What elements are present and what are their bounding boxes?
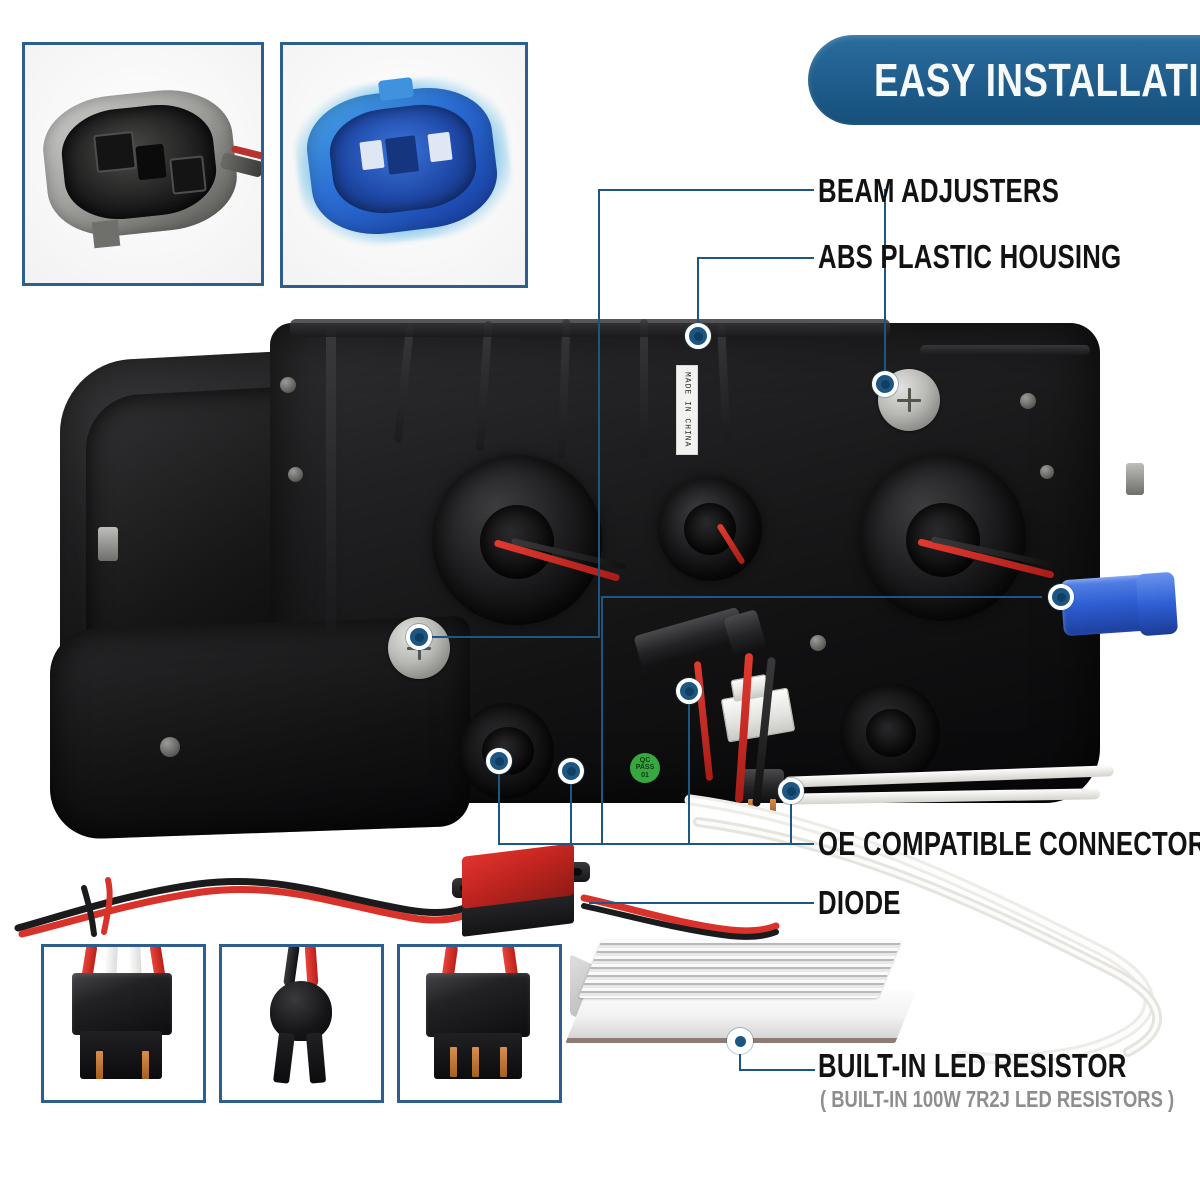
housing-rib (326, 331, 336, 631)
gray-connector-pin-right (169, 155, 207, 195)
leader-line-beam-adjusters-v2 (884, 189, 886, 383)
thumbnail-connector-red-wires (397, 944, 562, 1103)
bulb-socket-connector (270, 981, 332, 1041)
thumbnail-connector-black-red-wires (219, 944, 384, 1103)
callout-sublabel-built-in-led-resistor: ( BUILT-IN 100W 7R2J LED RESISTORS ) (820, 1086, 1175, 1112)
blue-connector-divider (384, 135, 420, 175)
blue-connector-tab (377, 77, 415, 101)
qc-line-2: PASS (635, 764, 655, 772)
qc-line-1: QC (639, 756, 651, 764)
connector-pin (96, 1051, 103, 1079)
diode-output-wires (580, 894, 780, 940)
housing-top-flange (290, 319, 890, 337)
thumbnail-connector-red-white-wires (41, 944, 206, 1103)
diode-input-wires (14, 877, 478, 938)
blue-connector-cap (1135, 571, 1179, 637)
resistor-lead-sleeve-curves (684, 794, 1163, 1064)
housing-screw (1040, 465, 1054, 479)
made-in-china-label: MADE IN CHINA (676, 365, 698, 455)
callout-dot-led-resistor (727, 1028, 753, 1054)
connector-pin (500, 1047, 507, 1077)
qc-line-3: 01 (641, 771, 649, 779)
easy-installation-banner: EASY INSTALLATION (808, 35, 1200, 125)
housing-edge-trim (920, 345, 1090, 355)
connector-housing (426, 973, 530, 1037)
housing-screw (160, 737, 180, 757)
housing-clip-left (98, 527, 118, 561)
leader-line-oe-branch5-v (570, 770, 572, 843)
thumbnail-blue-bulb-connector (280, 42, 528, 288)
banner-title: EASY INSTALLATION (874, 54, 1200, 106)
housing-clip-right (1126, 463, 1144, 495)
leader-line-oe-branch1-h (601, 596, 1042, 598)
leader-line-abs-housing-v (697, 257, 699, 335)
qc-pass-sticker: QC PASS 01 (630, 753, 660, 783)
blue-connector-pin-left (359, 139, 385, 171)
leader-line-oe-connectors-h (498, 843, 814, 845)
callout-label-built-in-led-resistor: BUILT-IN LED RESISTOR (818, 1047, 1127, 1084)
diode-module (452, 843, 592, 940)
housing-screw (288, 467, 303, 482)
blue-connector-pin-right (427, 131, 453, 163)
leader-line-oe-branch4-v (498, 760, 500, 843)
connector-pin (472, 1047, 479, 1077)
housing-screw (280, 377, 296, 393)
leader-line-oe-branch3-v (790, 790, 792, 843)
callout-dot-bulb-retainer (558, 758, 584, 784)
callout-dot-spade-terminal (778, 778, 804, 804)
leader-line-oe-branch1-v (601, 596, 603, 843)
gray-connector-tab (91, 219, 121, 249)
leader-line-diode-h (589, 902, 814, 904)
leader-line-beam-adjusters-h (598, 189, 814, 191)
callout-label-beam-adjusters: BEAM ADJUSTERS (818, 172, 1060, 209)
resistor-heatsink-fins (578, 940, 902, 998)
bulb-socket-marker-inner (866, 709, 916, 757)
headlight-housing-photo: MADE IN CHINA QC PASS 01 (40, 305, 1179, 841)
gray-connector-pin-left (93, 131, 137, 173)
callout-dot-blue-connector (1048, 584, 1074, 610)
housing-screw (1020, 393, 1036, 409)
callout-dot-inline-harness-connector (676, 678, 702, 704)
gray-connector-slot-center (135, 143, 167, 181)
leader-line-abs-housing-h (697, 257, 814, 259)
leader-line-beam-adjusters-v (598, 189, 600, 637)
spade-terminal-pin (770, 799, 776, 813)
callout-dot-turn-signal-socket (486, 748, 512, 774)
leader-line-beam-adjusters-h2 (418, 636, 600, 638)
thumbnail-oem-gray-connector (22, 42, 264, 286)
callout-dot-beam-adjuster-right (872, 371, 898, 397)
callout-label-abs-plastic-housing: ABS PLASTIC HOUSING (818, 238, 1122, 275)
housing-screw (810, 635, 826, 651)
leader-line-resistor-v (739, 1040, 741, 1070)
connector-pin (450, 1047, 457, 1077)
callout-label-diode: DIODE (818, 884, 901, 921)
callout-label-oe-compatible-connectors: OE COMPATIBLE CONNECTORS (818, 825, 1200, 862)
housing-rib (640, 319, 648, 459)
connector-housing (72, 973, 172, 1035)
connector-pin (142, 1051, 149, 1079)
leader-line-resistor-h (739, 1069, 815, 1071)
leader-line-oe-branch2-v (688, 690, 690, 843)
bulb-socket-center (684, 503, 736, 555)
connector-lower-shell (80, 1031, 162, 1079)
callout-dot-abs-housing (685, 323, 711, 349)
callout-dot-beam-adjuster-left (406, 624, 432, 650)
